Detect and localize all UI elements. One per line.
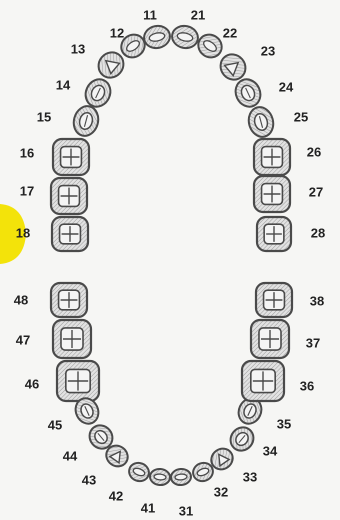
- tooth-24: [231, 75, 265, 111]
- tooth-label-13: 13: [71, 41, 85, 56]
- tooth-22: [194, 30, 226, 62]
- tooth-label-42: 42: [109, 488, 123, 503]
- tooth-25: [246, 104, 277, 139]
- tooth-label-15: 15: [37, 109, 51, 124]
- tooth-label-32: 32: [214, 484, 228, 499]
- tooth-label-28: 28: [311, 225, 325, 240]
- tooth-47: [53, 320, 91, 358]
- tooth-17: [51, 178, 87, 214]
- tooth-label-45: 45: [48, 417, 62, 432]
- tooth-label-24: 24: [279, 79, 294, 94]
- tooth-label-23: 23: [261, 43, 275, 58]
- tooth-16: [53, 139, 89, 175]
- tooth-label-16: 16: [20, 145, 34, 160]
- tooth-label-38: 38: [310, 293, 324, 308]
- tooth-11: [142, 24, 172, 51]
- tooth-label-43: 43: [82, 472, 96, 487]
- tooth-label-22: 22: [223, 25, 237, 40]
- tooth-label-33: 33: [243, 469, 257, 484]
- tooth-label-34: 34: [263, 443, 278, 458]
- tooth-label-36: 36: [300, 378, 314, 393]
- tooth-15: [71, 103, 102, 138]
- tooth-26: [254, 139, 290, 175]
- tooth-label-48: 48: [14, 292, 28, 307]
- tooth-28: [257, 217, 291, 251]
- tooth-36: [242, 361, 284, 401]
- tooth-label-17: 17: [20, 183, 34, 198]
- tooth-label-46: 46: [25, 376, 39, 391]
- tooth-label-12: 12: [110, 25, 124, 40]
- tooth-label-37: 37: [306, 335, 320, 350]
- tooth-label-21: 21: [191, 7, 205, 22]
- tooth-34: [226, 423, 258, 456]
- tooth-label-25: 25: [294, 109, 308, 124]
- incisal-edge: [154, 474, 166, 481]
- incisal-edge: [175, 474, 187, 481]
- tooth-46: [57, 361, 99, 401]
- tooth-label-35: 35: [277, 416, 291, 431]
- tooth-label-18: 18: [16, 225, 30, 240]
- tooth-21: [170, 24, 200, 51]
- tooth-37: [251, 320, 289, 358]
- tooth-label-14: 14: [56, 77, 71, 92]
- tooth-27: [254, 176, 290, 212]
- tooth-18: [52, 217, 88, 251]
- tooth-label-41: 41: [141, 500, 155, 515]
- tooth-41: [149, 468, 170, 486]
- tooth-label-47: 47: [16, 332, 30, 347]
- tooth-label-31: 31: [179, 503, 193, 518]
- tooth-31: [170, 468, 191, 486]
- tooth-48: [51, 283, 87, 317]
- tooth-label-27: 27: [309, 184, 323, 199]
- tooth-label-26: 26: [307, 144, 321, 159]
- teeth-layer: [51, 24, 292, 486]
- tooth-38: [256, 283, 292, 317]
- tooth-label-44: 44: [63, 448, 78, 463]
- tooth-42: [127, 460, 152, 484]
- tooth-label-11: 11: [143, 7, 157, 22]
